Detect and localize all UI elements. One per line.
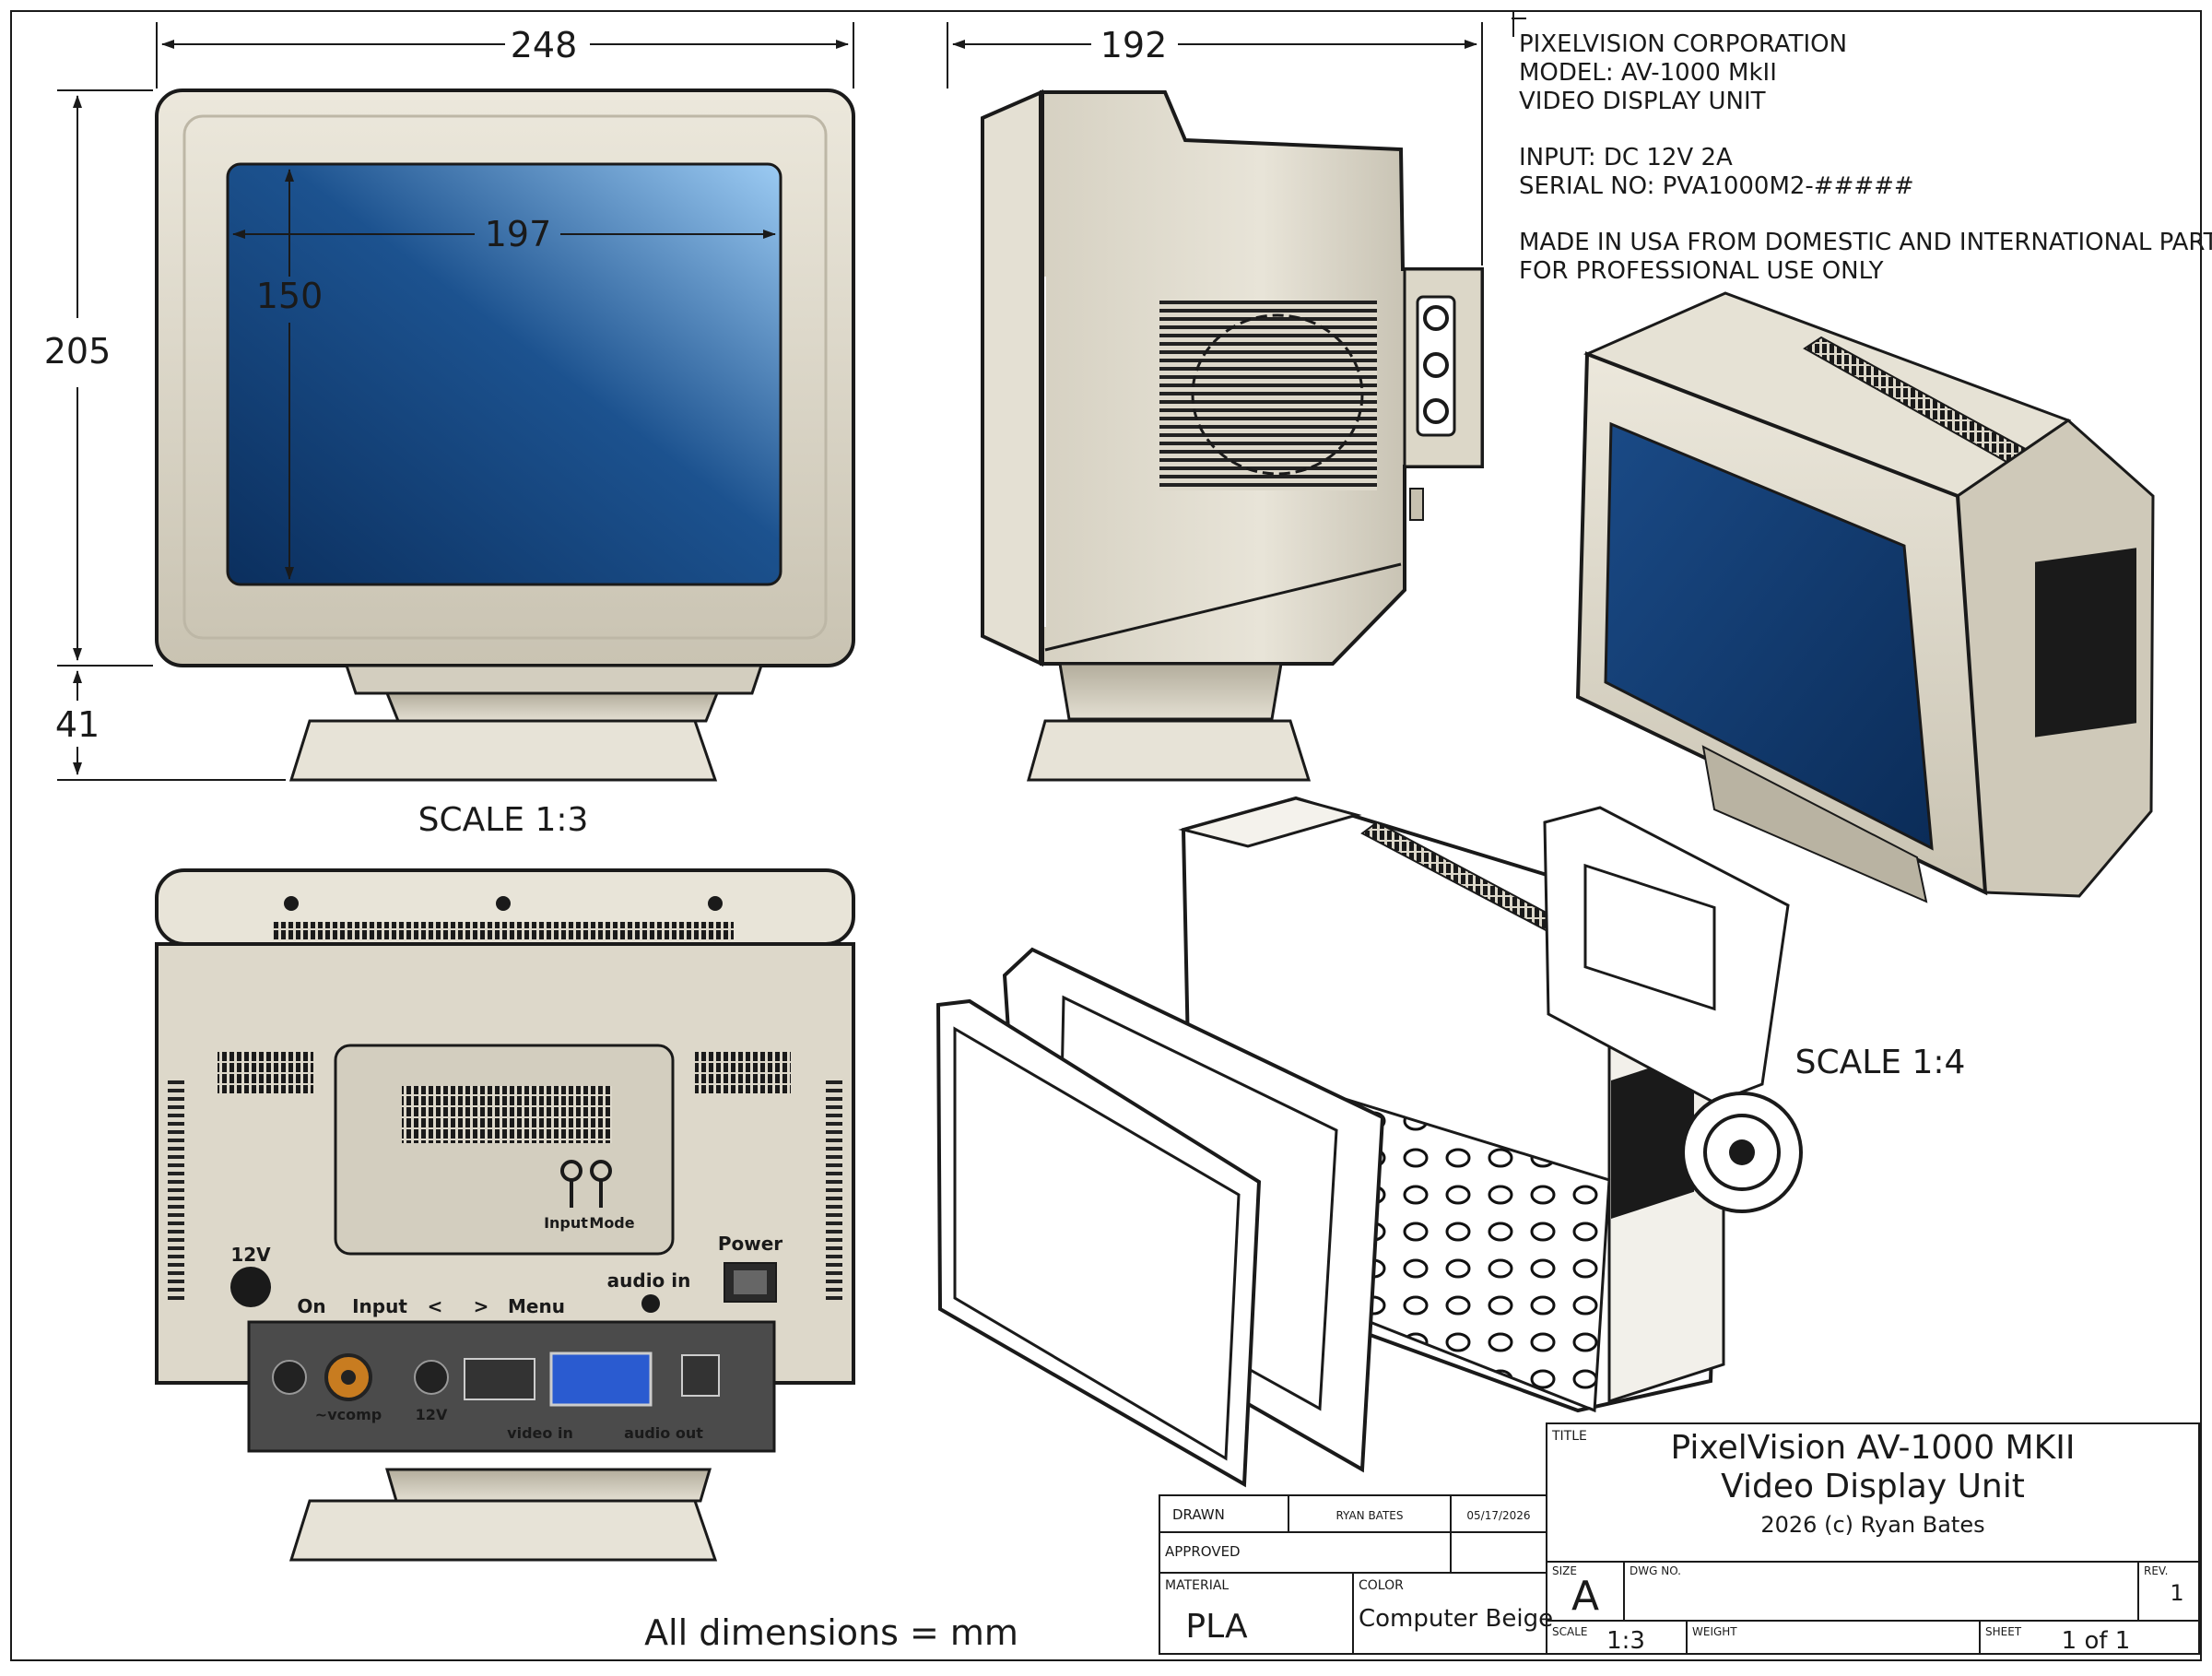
title-line-1: PixelVision AV-1000 MKII	[1671, 1429, 2076, 1467]
spec-line-2: MODEL: AV-1000 MkII	[1519, 59, 1777, 87]
rear-view: Input Mode 12V Power On Input < > Menu a…	[155, 868, 855, 1562]
rev-caption: REV.	[2144, 1564, 2168, 1577]
drawn-name: RYAN BATES	[1335, 1509, 1403, 1522]
dim-front-height: 205	[44, 331, 112, 372]
front-view	[155, 89, 855, 782]
spec-line-4: INPUT: DC 12V 2A	[1519, 144, 1733, 171]
rev-value: 1	[2170, 1580, 2183, 1606]
rear-label-right: >	[474, 1295, 489, 1317]
rear-label-on: On	[297, 1295, 325, 1317]
spec-block: PIXELVISION CORPORATION MODEL: AV-1000 M…	[1512, 11, 2212, 285]
sheet-border	[10, 10, 2202, 1661]
title-line-3: 2026 (c) Ryan Bates	[1760, 1512, 1984, 1538]
rear-label-audio-out: audio out	[624, 1424, 703, 1442]
dim-stand-height: 41	[55, 704, 100, 745]
iso-assembled-view	[1575, 291, 2155, 903]
rear-label-video-in: video in	[507, 1424, 573, 1442]
scale-value: 1:3	[1606, 1627, 1645, 1655]
color-caption: COLOR	[1359, 1578, 1404, 1593]
dwg-caption: DWG NO.	[1630, 1564, 1681, 1577]
iso-screen	[1604, 421, 1934, 851]
spec-line-3: VIDEO DISPLAY UNIT	[1519, 88, 1766, 115]
dim-side-depth: 192	[1100, 25, 1168, 65]
rear-label-12v-out: 12V	[416, 1406, 448, 1423]
weight-caption: WEIGHT	[1692, 1625, 1737, 1638]
material-caption: MATERIAL	[1165, 1578, 1229, 1593]
title-block	[1159, 1422, 2200, 1655]
rear-label-audio-in: audio in	[607, 1269, 691, 1292]
rear-label-left: <	[428, 1295, 443, 1317]
material-value: PLA	[1185, 1608, 1248, 1646]
drawn-caption: DRAWN	[1172, 1506, 1225, 1523]
sheet-value: 1 of 1	[2062, 1627, 2131, 1655]
scale-caption: SCALE	[1552, 1625, 1587, 1638]
rear-label-power: Power	[718, 1233, 782, 1255]
scale-front-label: SCALE 1:3	[418, 801, 589, 839]
title-line-2: Video Display Unit	[1721, 1468, 2025, 1505]
rear-label-input-knob: Input	[544, 1214, 588, 1232]
spec-line-1: PIXELVISION CORPORATION	[1519, 30, 1847, 58]
side-view	[981, 89, 1484, 782]
front-screen	[226, 162, 782, 586]
spec-line-7: FOR PROFESSIONAL USE ONLY	[1519, 257, 1884, 285]
spec-line-6: MADE IN USA FROM DOMESTIC AND INTERNATIO…	[1519, 229, 2212, 256]
size-caption: SIZE	[1552, 1564, 1577, 1577]
side-dimensions	[947, 22, 1483, 266]
rear-label-vcomp: ~vcomp	[315, 1406, 382, 1423]
dc-jack-icon	[230, 1267, 271, 1307]
color-value: Computer Beige	[1359, 1605, 1553, 1633]
approved-caption: APPROVED	[1165, 1543, 1241, 1560]
units-note: All dimensions = mm	[644, 1612, 1018, 1653]
exploded-view	[935, 796, 1803, 1488]
rear-label-input: Input	[352, 1295, 407, 1317]
rear-label-12v: 12V	[230, 1244, 271, 1266]
drawn-date: 05/17/2026	[1466, 1509, 1530, 1522]
spec-line-5: SERIAL NO: PVA1000M2-#####	[1519, 172, 1914, 200]
rear-label-menu: Menu	[508, 1295, 565, 1317]
front-dimensions	[57, 22, 854, 781]
sheet-caption: SHEET	[1985, 1625, 2022, 1638]
title-caption: TITLE	[1551, 1429, 1587, 1444]
dim-front-width: 248	[511, 25, 578, 65]
dim-screen-width: 197	[485, 214, 552, 254]
scale-iso-label: SCALE 1:4	[1795, 1044, 1966, 1081]
rear-label-mode-knob: Mode	[589, 1214, 634, 1232]
size-value: A	[1571, 1573, 1599, 1620]
side-vent-grille	[1159, 301, 1377, 490]
dim-screen-height: 150	[256, 276, 324, 316]
front-base	[288, 719, 718, 782]
